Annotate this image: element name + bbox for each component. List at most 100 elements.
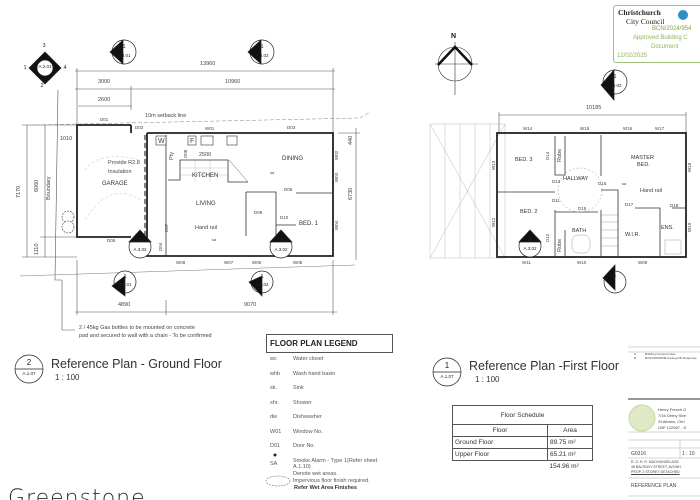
legend-desc: Wash hand basin [293,370,336,377]
marker-ref: A.3.02 [608,83,622,88]
wet-area-note: Impervious floor finish required. [293,478,370,484]
first-floor-walls [496,132,687,258]
setback-label: 10m setback line [145,113,187,119]
window-label: W10 [577,260,587,265]
door-label: D06 [284,187,293,192]
view-number: 1 [444,361,450,370]
architect-logo [628,404,656,432]
dim-7170: 7170 [16,185,22,198]
view-sheet-ref: A.1.07 [22,371,36,376]
marker-ref: A.3.01 [117,53,131,58]
legend-desc: Dishwasher [293,414,322,420]
greenstone-logo: Greenstone [8,486,146,500]
dim-9070: 9070 [244,302,257,308]
consent-number: BCN/2024/954 [652,26,692,32]
smoke-alarm-label: sa [270,170,275,175]
smoke-alarm-icon [273,453,277,457]
room-bath: BATH [572,228,587,234]
council-name: Christchurch [618,8,661,17]
site-address: 46 BALRUDY STREET, AVONH [631,465,681,469]
window-label: W17 [655,126,665,131]
schedule-floor: Upper Floor [452,448,548,461]
room-master: BED. [637,162,650,168]
room-robe: Robe [557,238,563,252]
window-label: W03 [334,172,339,182]
room-garage: GARAGE [102,181,128,187]
marker-ref: A.3.02 [255,282,269,287]
door-label: D11 [552,198,560,203]
dimension-lines [22,68,687,315]
schedule-area: 89.75 m² [547,436,593,449]
dim-1010: 1010 [60,136,73,142]
elevation-marker-ref: A.2.01 [38,64,52,69]
legend-code: wc [270,356,277,362]
boundary-label: Boundary [46,176,52,200]
window-label: W05 [293,260,303,265]
drawing-title: REFERENCE PLAN [631,483,677,489]
legend-code: D01 [270,443,281,449]
north-label: N [451,33,457,40]
dim-6730: 6730 [348,187,354,200]
room-master: MASTER [631,155,654,161]
dim-overall: 13960 [200,61,216,67]
window-label: W12 [491,217,496,227]
legend-code: shr. [270,399,279,406]
window-label: W02 [334,150,339,160]
approval-date: 12/02/2025 [617,53,648,59]
smoke-alarm-label: sa [622,181,627,186]
schedule-total: 154.96 m² [549,463,579,470]
marker-no: 1 [122,44,126,50]
schedule-header: Floor [452,424,548,437]
door-label: D13 [552,179,561,184]
dim-house: 10960 [225,79,241,85]
schedule-title: Floor Schedule [452,405,593,425]
marker-no: 1 [613,74,617,80]
revision-id: A [634,352,637,356]
room-bed2: BED. 2 [520,209,538,215]
hand-rail-label: Hand rail [195,225,218,231]
window-label: W07 [224,260,234,265]
marker-no: 1 [613,273,617,279]
marker-ref: A.3.02 [255,53,269,58]
room-bed3: BED. 3 [515,157,533,163]
window-label: W09 [638,260,648,265]
first-floor-title: Reference Plan -First Floor [469,359,620,373]
approval-status: Document [651,44,679,50]
marker-no: 2 [528,237,532,243]
view-number: 2 [26,358,32,367]
room-living: LIVING [196,201,216,207]
gas-note: pad and secured to wall with a chain - T… [79,333,212,339]
window-label: W19 [687,222,692,232]
revision-desc: BCN/2024/9548 Issuing RFI Response [645,356,697,360]
door-label: D05 [107,238,116,243]
elevation-marker-num: 2 [40,83,44,89]
marker-no: 2 [279,238,283,244]
window-label: W18 [687,162,692,172]
legend-desc: Shower [293,399,312,406]
door-label: D18 [670,203,679,208]
wet-area-note: Denote wet areas. [293,471,338,477]
marker-ref: A.3.02 [523,246,537,251]
legend-code: sk. [270,385,278,391]
north-arrow-icon [435,42,478,95]
room-robe: Robe [557,148,563,162]
hand-rail-label: Hand rail [640,188,663,194]
fridge-symbol: F [190,138,195,145]
company-line: Henry French D [658,407,687,412]
dim-4890: 4890 [118,302,131,308]
legend-desc: Door No. [293,443,316,449]
legend-desc: Window No. [293,428,323,435]
legend-title: FLOOR PLAN LEGEND [266,334,393,353]
room-hallway: HALLWAY [563,176,589,182]
door-label: D01 [100,117,109,122]
door-label: D10 [280,215,289,220]
wet-area-icon [265,475,291,487]
window-label: W08 [176,260,186,265]
dim-overall-first: 10185 [586,105,602,111]
